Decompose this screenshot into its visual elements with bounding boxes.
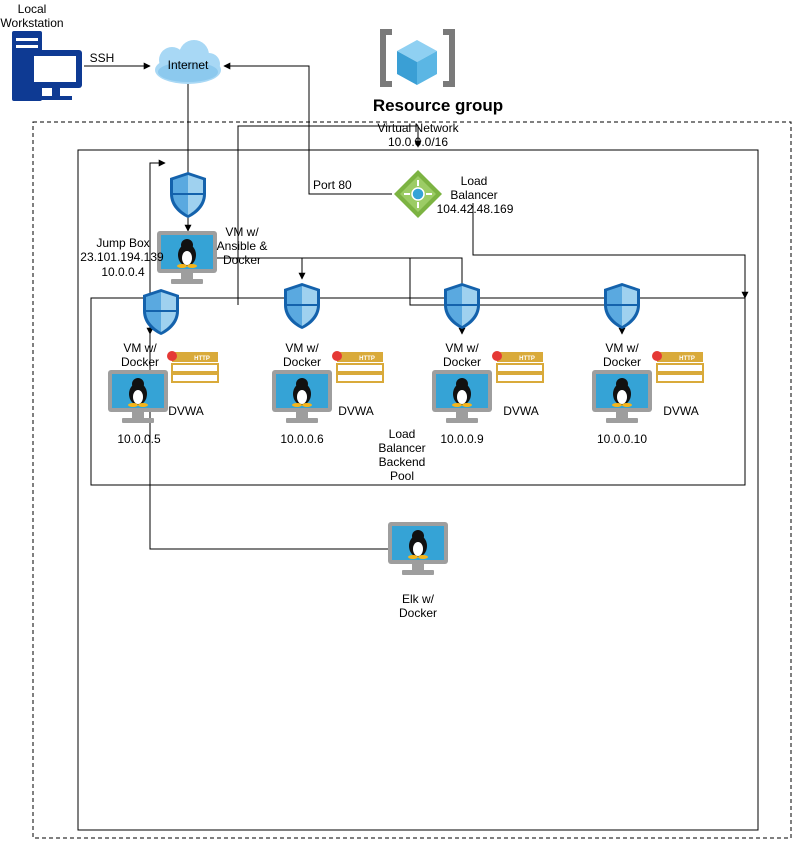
- lb-to-pool-connector: [472, 203, 749, 299]
- backend-pool-boundary: [90, 297, 746, 486]
- elk-linux-vm-icon: [388, 522, 448, 575]
- vm1-firewall-shield-icon: [143, 289, 179, 335]
- vm2-http-server-icon: HTTP: [332, 351, 384, 383]
- jumpbox-to-vm3-connector: [215, 257, 466, 335]
- vm2-role: VM w/ Docker: [282, 341, 321, 369]
- internet-label: Internet: [167, 58, 209, 72]
- jumpbox-linux-vm-icon: [157, 231, 217, 284]
- vm3-http-server-icon: HTTP: [492, 351, 544, 383]
- port80-label: Port 80: [313, 178, 352, 192]
- vm4-role: VM w/ Docker: [602, 341, 641, 369]
- vm1-http-server-icon: HTTP: [167, 351, 219, 383]
- vm3-app: DVWA: [503, 404, 539, 418]
- http-badge-text: HTTP: [359, 356, 375, 362]
- virtual-network-cidr: 10.0.0.0/16: [387, 135, 449, 149]
- vm2-app: DVWA: [338, 404, 374, 418]
- vm4-app: DVWA: [663, 404, 699, 418]
- jump-box-public-ip: 23.101.194.139: [80, 250, 164, 264]
- virtual-network-name: Virtual Network: [377, 121, 459, 135]
- backend-pool-label: Load Balancer Backend Pool: [378, 427, 426, 483]
- jumpbox-to-pool-connector: [237, 125, 422, 305]
- http-badge-text: HTTP: [194, 356, 210, 362]
- vm3-firewall-shield-icon: [444, 283, 480, 329]
- vm1-ip: 10.0.0.5: [117, 432, 161, 446]
- vm1-linux-vm-icon: [108, 370, 168, 423]
- vm2-firewall-shield-icon: [284, 283, 320, 329]
- vm4-linux-vm-icon: [592, 370, 652, 423]
- vm2-linux-vm-icon: [272, 370, 332, 423]
- jump-box-private-ip: 10.0.0.4: [101, 265, 145, 279]
- vm3-linux-vm-icon: [432, 370, 492, 423]
- vm3-ip: 10.0.0.9: [440, 432, 484, 446]
- load-balancer-icon: [394, 170, 442, 218]
- jump-box-role: VM w/ Ansible & Docker: [216, 225, 268, 267]
- load-balancer-name: Load Balancer: [450, 174, 498, 202]
- vm3-role: VM w/ Docker: [442, 341, 481, 369]
- vm4-http-server-icon: HTTP: [652, 351, 704, 383]
- http-badge-text: HTTP: [679, 356, 695, 362]
- resource-group-icon: [380, 29, 455, 87]
- elk-to-jumpbox-connector: [149, 159, 388, 550]
- http-badge-text: HTTP: [519, 356, 535, 362]
- vm4-firewall-shield-icon: [604, 283, 640, 329]
- vm2-ip: 10.0.0.6: [280, 432, 324, 446]
- jump-box-name: Jump Box: [96, 236, 150, 250]
- internet-cloud-icon: [155, 40, 221, 84]
- vm1-role: VM w/ Docker: [120, 341, 159, 369]
- virtual-network-boundary: [77, 149, 759, 831]
- load-balancer-ip: 104.42.48.169: [436, 202, 514, 216]
- jumpbox-to-vm4-connector: [409, 258, 626, 335]
- jumpbox-firewall-shield-icon: [170, 172, 206, 218]
- elk-role: Elk w/ Docker: [398, 592, 437, 620]
- resource-group-boundary: [32, 121, 792, 839]
- lb-to-internet-connector: [223, 62, 392, 195]
- workstation-icon: [12, 31, 82, 101]
- ssh-label: SSH: [89, 51, 115, 65]
- vm1-app: DVWA: [168, 404, 204, 418]
- vm4-ip: 10.0.0.10: [596, 432, 648, 446]
- workstation-label: Local Workstation: [0, 2, 64, 30]
- resource-group-label: Resource group: [372, 96, 504, 115]
